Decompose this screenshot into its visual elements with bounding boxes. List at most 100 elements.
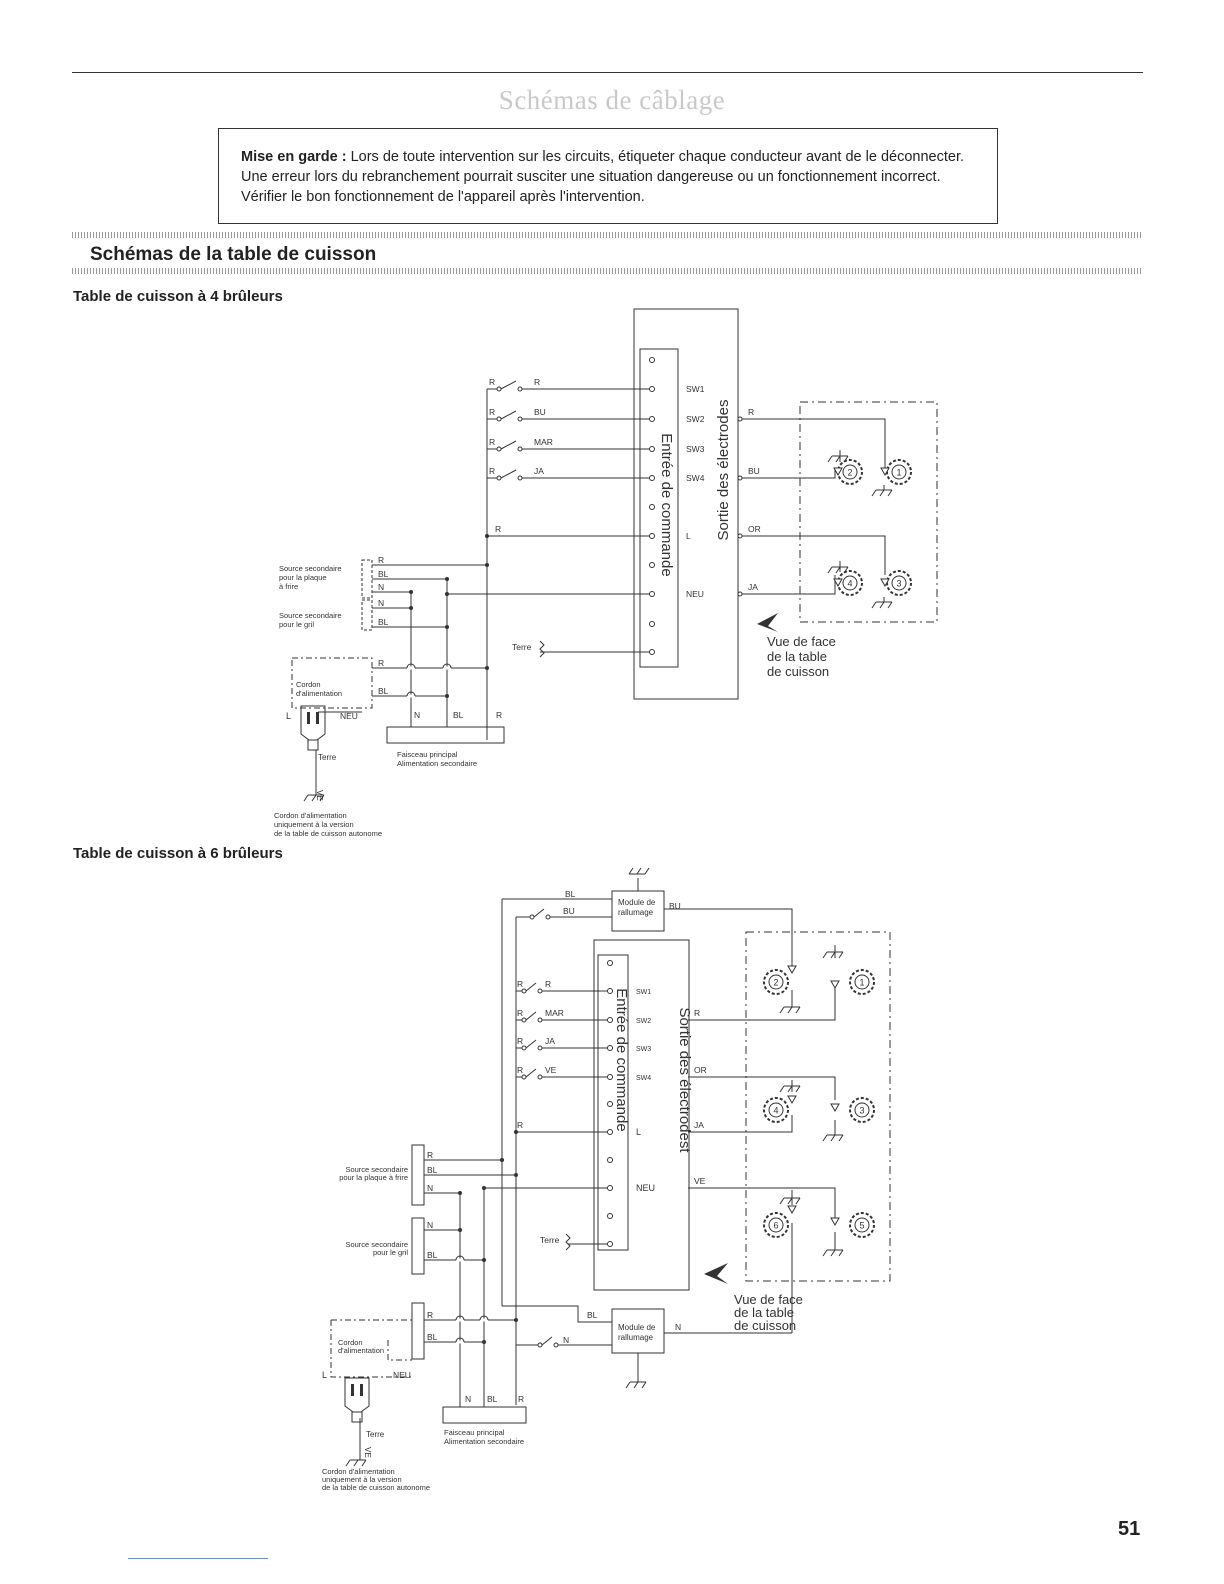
wire-color-label: VE	[694, 1176, 706, 1186]
wire-color-label: R	[495, 524, 501, 534]
switch-contact	[496, 475, 502, 481]
terminal-label: L	[686, 531, 691, 541]
harness-label: Alimentation secondaire	[397, 759, 477, 768]
junction-dot	[485, 666, 489, 670]
burner-number: 3	[859, 1106, 864, 1116]
junction-dot	[482, 1186, 486, 1190]
wire-color-label: R	[489, 466, 495, 476]
wire-color-label: JA	[694, 1120, 704, 1130]
burner-number: 4	[773, 1106, 778, 1116]
cooktop-outline	[745, 931, 891, 1282]
cord-outline	[387, 1340, 412, 1361]
electrode-icon	[833, 467, 843, 477]
input-terminal	[607, 1017, 613, 1023]
switch-blade	[500, 410, 517, 420]
ground-symbol	[843, 566, 849, 574]
source-grill-label: pour le gril	[279, 620, 314, 629]
burner-icon	[768, 1102, 784, 1118]
ground-symbol	[887, 601, 893, 609]
input-terminal	[649, 533, 655, 539]
wire-color-label: BL	[427, 1332, 438, 1342]
switch-blade	[500, 380, 517, 390]
source-griddle-label: Source secondaire	[345, 1165, 408, 1174]
wire-color-label: BL	[427, 1250, 438, 1260]
wire-color-label: R	[517, 1036, 523, 1046]
ground-symbol	[644, 867, 650, 875]
wire-color-label: N	[378, 582, 384, 592]
ground-symbol	[641, 1381, 647, 1389]
junction-dot	[458, 1228, 462, 1232]
ground-symbol	[795, 1085, 801, 1093]
terminal-label: SW2	[686, 414, 705, 424]
switch-contact	[537, 1074, 543, 1080]
module-label: rallumage	[618, 1333, 654, 1342]
ground-symbol	[830, 1249, 836, 1257]
input-terminal	[607, 1101, 613, 1107]
module-label: rallumage	[618, 908, 654, 917]
input-block	[597, 954, 629, 1251]
burner-number: 2	[847, 468, 852, 478]
burner-icon	[842, 464, 858, 480]
crossover-gap	[456, 1258, 464, 1262]
electrode-icon	[787, 1205, 797, 1215]
input-terminal	[607, 1241, 613, 1247]
crossover-gap	[407, 666, 415, 670]
wire-color-label: VE	[363, 1447, 372, 1458]
terminal-label: SW4	[686, 473, 705, 483]
ground-symbol	[871, 489, 877, 497]
input-terminal	[649, 504, 655, 510]
input-terminal	[649, 416, 655, 422]
terminal-label: SW3	[686, 444, 705, 454]
junction-dot	[485, 534, 489, 538]
input-terminal	[649, 357, 655, 363]
switch-contact	[521, 1017, 527, 1023]
switch-contact	[521, 1074, 527, 1080]
wire-color-label: BU	[669, 901, 681, 911]
burner-icon	[854, 974, 870, 990]
burner-icon	[768, 1217, 784, 1233]
output-terminal	[737, 475, 743, 481]
switch-blade	[541, 1336, 553, 1346]
crossover-hop	[479, 1315, 489, 1321]
burner-icon	[854, 1217, 870, 1233]
switch-contact	[517, 386, 523, 392]
wire-color-label: BL	[587, 1310, 598, 1320]
source-griddle-label: à frire	[279, 582, 298, 591]
junction-dot	[514, 1173, 518, 1177]
ground-symbol	[628, 867, 634, 875]
cord-label: d'alimentation	[338, 1346, 384, 1355]
ground-symbol	[303, 794, 309, 802]
switch-contact	[545, 914, 551, 920]
front-view-label: de cuisson	[767, 664, 829, 679]
switch-contact	[537, 1017, 543, 1023]
cord-label: Cordon	[296, 680, 321, 689]
harness-box	[386, 726, 505, 744]
wire-color-label: BL	[378, 617, 389, 627]
junction-dot	[409, 606, 413, 610]
input-label: Entrée de commande	[658, 433, 675, 576]
terminal-label: SW3	[636, 1046, 651, 1053]
electrode-icon	[787, 965, 797, 975]
wire-color-label: R	[694, 1008, 700, 1018]
front-view-label: de la table	[734, 1305, 794, 1320]
ground-symbol	[879, 489, 885, 497]
module-label: Module de	[618, 1323, 656, 1332]
output-terminal	[737, 416, 743, 422]
burner-number: 6	[773, 1221, 778, 1231]
wire-color-label: R	[518, 1394, 524, 1404]
wire-color-label: BL	[487, 1394, 498, 1404]
junction-dot	[445, 592, 449, 596]
switch-blade	[525, 1011, 537, 1021]
switch-contact	[521, 1045, 527, 1051]
terminal-label: SW2	[636, 1018, 651, 1025]
terminal-label: SW1	[636, 989, 651, 996]
switch-blade	[525, 982, 537, 992]
cord-note: uniquement à la version	[322, 1475, 402, 1484]
wire-color-label: N	[414, 710, 420, 720]
cooktop-outline	[799, 401, 938, 623]
output-wire	[688, 988, 836, 1021]
harness-label: Faisceau principal	[444, 1428, 505, 1437]
burner-number: 2	[773, 978, 778, 988]
harness-label: Alimentation secondaire	[444, 1437, 524, 1446]
wire-color-label: VE	[545, 1065, 557, 1075]
